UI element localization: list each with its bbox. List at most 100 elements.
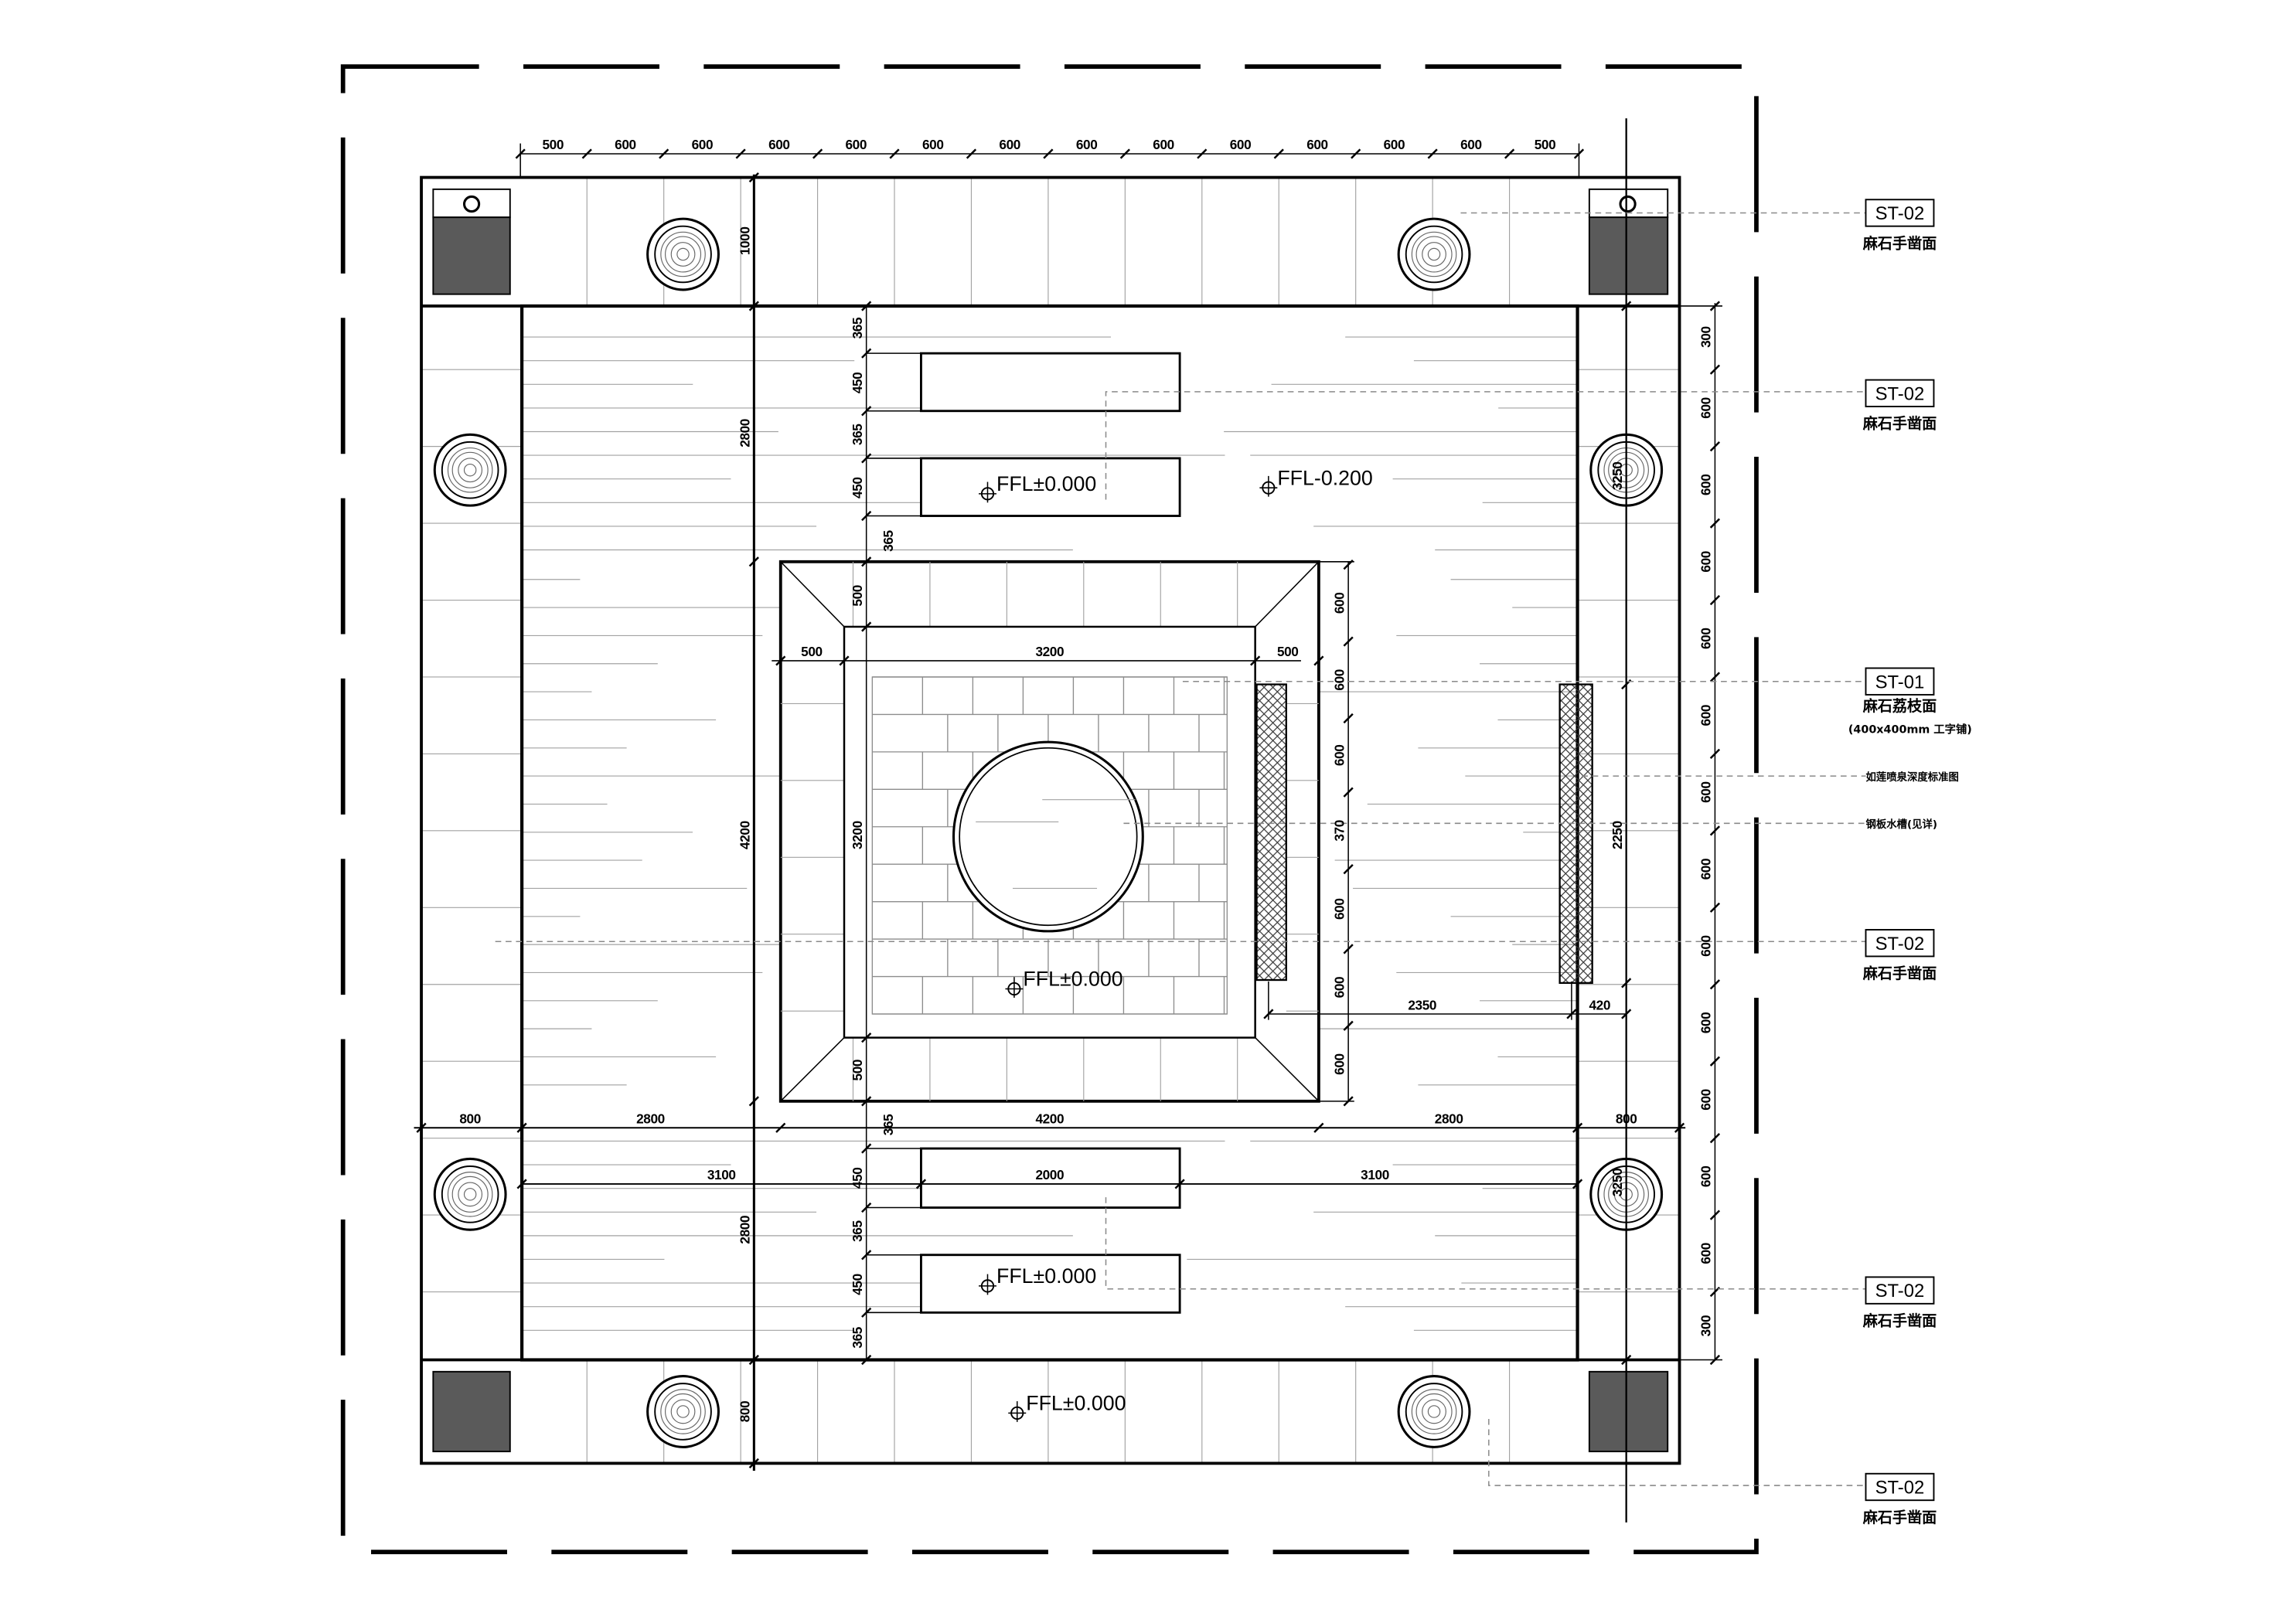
dimension-tick [1621,1009,1632,1019]
dim-label-inner-v: 365 [881,529,896,551]
site-boundary-dashed [340,64,1759,1554]
dim-label-right-band: 3250 [1610,462,1625,491]
dimension-tick [748,556,759,567]
dimension-tick [861,621,872,632]
material-note: (400x400mm 工字铺) [1848,723,1972,737]
dimension-tick [1343,636,1354,647]
dimension-tick [861,1032,872,1043]
dimension-tick [1709,1210,1721,1220]
dim-label-top: 600 [1230,137,1252,152]
dim-label-right: 600 [1698,1243,1714,1264]
dim-label-top: 600 [692,137,714,152]
bench-bottom-2 [920,1254,1181,1314]
dimension-tick [1709,1056,1721,1067]
dimension-tick [1263,1009,1274,1019]
dimension-tick [1250,655,1261,666]
material-description: 麻石手凿面 [1862,1312,1937,1330]
material-description: 麻石手凿面 [1862,965,1937,982]
dim-label-center-right: 600 [1331,1053,1347,1075]
dim-label-right: 600 [1698,628,1714,649]
material-code: ST-02 [1875,1281,1925,1301]
dim-label-inner-v: 3200 [850,821,865,849]
corner-planter-bottom-left [432,1370,511,1453]
dimension-tick [416,1122,427,1133]
dim-label-row-681: 2350 [1408,997,1436,1012]
dimension-tick [861,1354,872,1366]
callout-tag-box [1865,199,1935,227]
central-square-bevels [780,561,1320,1102]
dim-label-center-right: 600 [1331,669,1347,691]
callout-leaders [495,212,1866,1486]
material-description: 麻石荔枝面 [1862,697,1937,715]
plaza-outline [420,175,1681,1465]
dimension-tick [775,1122,786,1133]
dimension-tick [861,406,872,417]
dim-label-center-right: 370 [1331,820,1347,842]
drain-note: 如莲喷泉深度标准图 [1865,771,1958,784]
callout-tag-box [1865,1276,1935,1305]
tree-pit-icon [1397,217,1471,291]
dimension-tick [861,1250,872,1261]
dimension-tick [775,655,786,666]
dimension-tick [861,1143,872,1154]
dim-label-center-right: 600 [1331,977,1347,999]
material-code: ST-02 [1875,1478,1925,1499]
level-marker: FFL±0.000 [979,1264,1096,1295]
dim-label-inner-v: 365 [850,1220,865,1242]
callout-tag-box [1865,1472,1935,1502]
dimension-tick [1709,441,1721,452]
dim-label-right: 600 [1698,781,1714,803]
dimension-tick [1343,944,1354,954]
dimension-tick [839,655,850,666]
dim-label-right: 600 [1698,859,1714,880]
dimension-tick [1709,518,1721,529]
material-description: 麻石手凿面 [1862,1509,1937,1526]
callout-tag-box [1865,667,1935,696]
dimension-tick [861,1202,872,1213]
material-code: ST-02 [1875,934,1925,954]
dim-label-row-681: 420 [1589,997,1610,1012]
dimension-tick [1709,672,1721,682]
dim-label-top: 600 [922,137,944,152]
corner-planter-top-right [1588,188,1669,295]
dim-label-inner-v: 365 [850,424,865,445]
dimension-tick [1573,148,1585,159]
dim-label-row-757: 2800 [636,1111,665,1127]
dimension-tick [516,1179,527,1189]
dimension-tick [812,148,823,159]
dim-label-inner-v: 500 [850,1060,865,1081]
border-band-joints [421,177,1680,1464]
dim-label-inner-v: 450 [850,477,865,498]
dimension-tick [1351,148,1361,159]
dimension-tick [735,148,746,159]
dim-label-row-757: 4200 [1035,1111,1064,1127]
dimension-tick [1504,148,1515,159]
tree-pit-icon [646,217,720,291]
dim-label-right: 600 [1698,1166,1714,1188]
dim-label-right-band: 2250 [1610,821,1625,849]
dimension-tick [748,1354,759,1366]
dim-label-row-442: 500 [1277,644,1299,659]
dimension-tick [1709,1133,1721,1144]
dimension-tick [1043,148,1054,159]
drain-icon [462,195,481,213]
tree-pits [433,217,1664,1448]
dimension-tick [1572,1179,1583,1189]
dimension-tick [1313,655,1324,666]
level-label: FFL±0.000 [1023,968,1122,991]
dimension-tick [1709,979,1721,990]
dimension-tick [1709,594,1721,606]
corner-planter-bottom-right [1588,1370,1669,1453]
level-label: FFL-0.200 [1277,466,1372,489]
drain-icon [1619,195,1637,213]
dimension-tick [1709,301,1721,311]
dim-label-right: 300 [1698,326,1714,348]
dimension-tick [748,301,759,311]
callout-tag-box [1865,929,1935,958]
dim-label-left: 2800 [738,419,753,447]
dimension-tick [1572,1122,1583,1133]
